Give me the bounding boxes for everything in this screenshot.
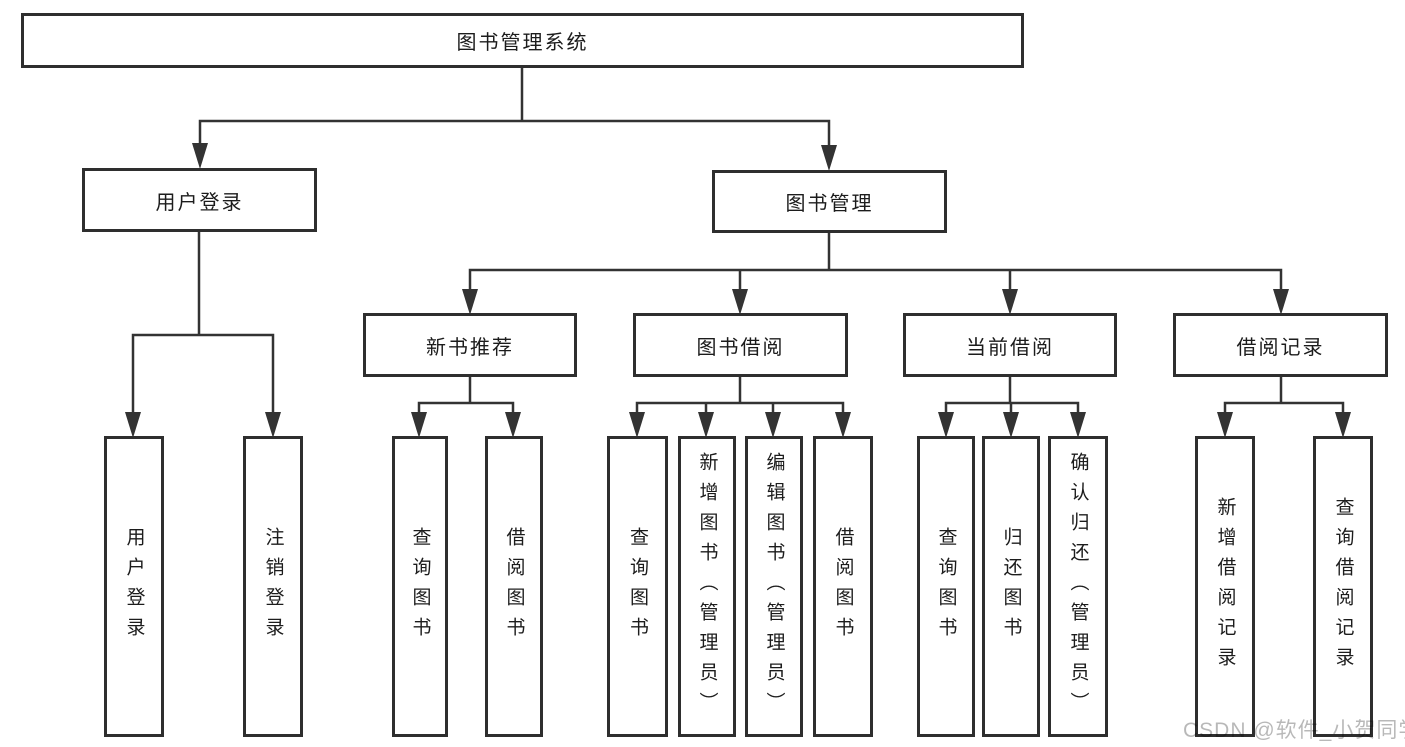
- node-current-borrow-label: 当前借阅: [966, 336, 1054, 359]
- node-book-management: 图书管理: [712, 170, 947, 233]
- leaf-add-borrow-record-label: 新增借阅记录: [1214, 496, 1236, 677]
- leaf-logout-label: 注销登录: [262, 526, 284, 647]
- node-book-borrow-label: 图书借阅: [696, 336, 785, 359]
- leaf-confirm-return-admin: 确认归还（管理员）: [1048, 436, 1108, 737]
- leaf-logout: 注销登录: [243, 436, 303, 737]
- leaf-query-borrow-record-label: 查询借阅记录: [1332, 496, 1354, 677]
- leaf-recommend-borrow-books: 借阅图书: [485, 436, 543, 737]
- node-root-system-label: 图书管理系统: [456, 32, 589, 54]
- leaf-confirm-return-admin-label: 确认归还（管理员）: [1067, 451, 1089, 722]
- leaf-return-books-label: 归还图书: [1000, 526, 1022, 647]
- leaf-recommend-query-books: 查询图书: [392, 436, 448, 737]
- leaf-return-books: 归还图书: [982, 436, 1040, 737]
- leaf-edit-books-admin-label: 编辑图书（管理员）: [763, 451, 785, 722]
- leaf-borrow-query-books-label: 查询图书: [627, 526, 648, 647]
- node-root-system: 图书管理系统: [21, 13, 1024, 68]
- leaf-user-login-label: 用户登录: [123, 526, 145, 647]
- node-current-borrow: 当前借阅: [903, 313, 1117, 377]
- leaf-borrow-query-books: 查询图书: [607, 436, 668, 737]
- node-borrow-records-label: 借阅记录: [1236, 336, 1325, 359]
- leaf-query-borrow-record: 查询借阅记录: [1313, 436, 1373, 737]
- leaf-add-borrow-record: 新增借阅记录: [1195, 436, 1255, 737]
- leaf-recommend-borrow-books-label: 借阅图书: [503, 526, 525, 647]
- leaf-add-books-admin: 新增图书（管理员）: [678, 436, 736, 737]
- leaf-borrow-borrow-books-label: 借阅图书: [832, 526, 854, 647]
- leaf-add-books-admin-label: 新增图书（管理员）: [696, 451, 718, 722]
- leaf-edit-books-admin: 编辑图书（管理员）: [745, 436, 803, 737]
- node-user-login: 用户登录: [82, 168, 317, 232]
- node-borrow-records: 借阅记录: [1173, 313, 1388, 377]
- node-new-book-recommend-label: 新书推荐: [426, 336, 514, 359]
- leaf-user-login: 用户登录: [104, 436, 164, 737]
- leaf-current-query-books: 查询图书: [917, 436, 975, 737]
- node-book-management-label: 图书管理: [785, 193, 874, 215]
- node-new-book-recommend: 新书推荐: [363, 313, 577, 377]
- node-user-login-label: 用户登录: [155, 191, 244, 214]
- leaf-current-query-books-label: 查询图书: [935, 526, 957, 647]
- node-book-borrow: 图书借阅: [633, 313, 848, 377]
- leaf-borrow-borrow-books: 借阅图书: [813, 436, 873, 737]
- leaf-recommend-query-books-label: 查询图书: [409, 526, 431, 647]
- csdn-watermark: CSDN @软件_小贺同学: [1183, 719, 1405, 742]
